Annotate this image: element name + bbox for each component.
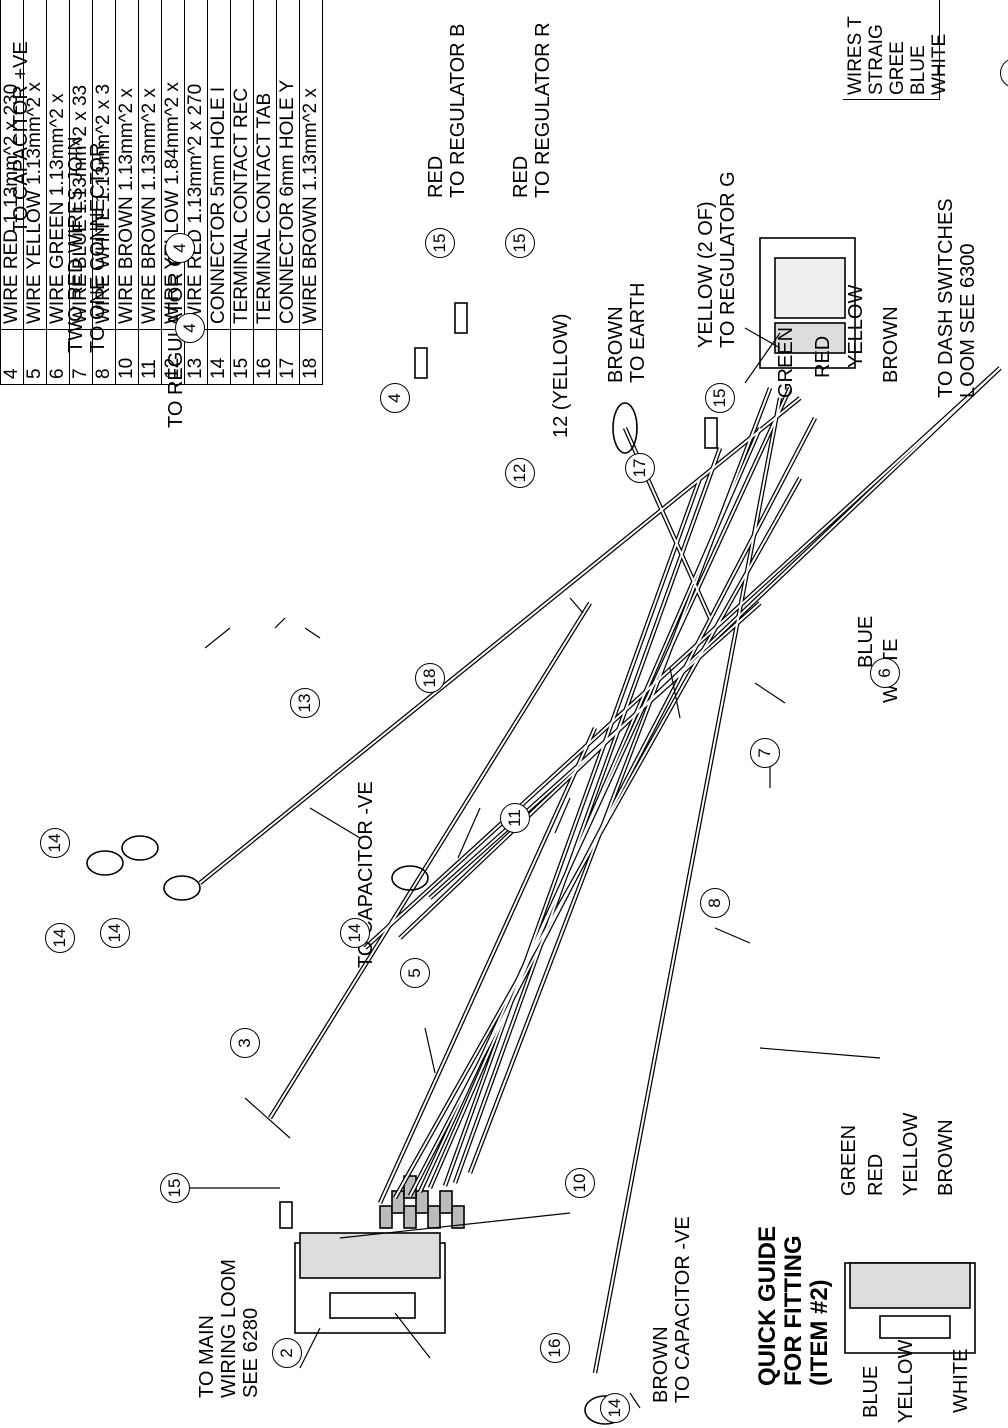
parts-description: WIRE BROWN 1.13mm^2 x [299,0,323,330]
parts-item-number: 17 [276,329,300,385]
wires-note-line: WIRES T [845,16,866,95]
label-yellow-to-regulator-g: YELLOW (2 OF)TO REGULATOR G [695,171,739,348]
quick-guide-yellow-bottom: YELLOW [895,1339,917,1423]
wires-note-line: GREE [887,41,908,95]
balloon-14b: 14 [45,923,75,953]
wires-note-line: STRAIG [866,24,887,95]
balloon-15c: 15 [505,228,535,258]
balloon-7: 7 [750,738,780,768]
label-connector-yellow: YELLOW [845,284,867,368]
quick-guide-yellow-top: YELLOW [900,1112,922,1196]
balloon-4c: 4 [165,233,195,263]
parts-description: WIRE RED 1.13mm^2 x 270 [184,0,208,330]
parts-item-number: 15 [230,329,254,385]
balloon-2: 2 [272,1338,302,1368]
balloon-14c: 14 [100,918,130,948]
parts-item-number: 10 [115,329,139,385]
parts-item-number: 16 [253,329,277,385]
balloon-16: 16 [540,1333,570,1363]
parts-item-number: 14 [207,329,231,385]
quick-guide-brown: BROWN [935,1119,957,1196]
parts-description: WIRE BROWN 1.13mm^2 x [138,0,162,330]
label-12-yellow: 12 (YELLOW) [550,313,572,438]
balloon-3: 3 [230,1028,260,1058]
wires-note-line: BLUE [908,45,929,95]
quick-guide-blue: BLUE [860,1365,882,1418]
balloon-10: 10 [565,1168,595,1198]
quick-guide-red: RED [865,1153,887,1196]
balloon-8: 8 [700,888,730,918]
parts-item-number: 4 [0,329,24,385]
label-connector-red: RED [812,335,834,378]
balloon-18: 18 [415,663,445,693]
quick-guide-green: GREEN [838,1124,860,1196]
balloon-17: 17 [625,453,655,483]
balloon-13: 13 [290,688,320,718]
balloon-6: 6 [870,658,900,688]
balloon-11: 11 [500,803,530,833]
balloon-5: 5 [400,958,430,988]
parts-item-number: 11 [138,329,162,385]
parts-description: TERMINAL CONTACT REC [230,0,254,330]
balloon-15b: 15 [425,228,455,258]
parts-description: CONNECTOR 5mm HOLE I [207,0,231,330]
label-connector-brown: BROWN [880,306,902,383]
parts-item-number: 18 [299,329,323,385]
parts-description: CONNECTOR 6mm HOLE Y [276,0,300,330]
balloon-14a: 14 [40,828,70,858]
balloon-14e: 14 [600,1393,630,1423]
parts-description: TERMINAL CONTACT TAB [253,0,277,330]
balloon-4b: 4 [380,383,410,413]
balloon-15d: 15 [705,383,735,413]
balloon-15a: 15 [160,1173,190,1203]
quick-guide-white: WHITE [950,1348,972,1413]
wires-note-box: WIRES T STRAIG GREE BLUE WHITE [843,0,950,100]
balloon-4a: 4 [175,313,205,343]
balloon-12: 12 [505,458,535,488]
parts-item-number: 5 [23,329,47,385]
wires-note-line: WHITE [929,33,950,95]
label-connector-blue: BLUE [855,615,877,668]
label-to-capacitor-positive: TO CAPACITOR +VE [10,41,32,233]
balloon-14d: 14 [340,918,370,948]
label-connector-green: GREEN [775,326,797,398]
parts-description: WIRE BROWN 1.13mm^2 x [115,0,139,330]
